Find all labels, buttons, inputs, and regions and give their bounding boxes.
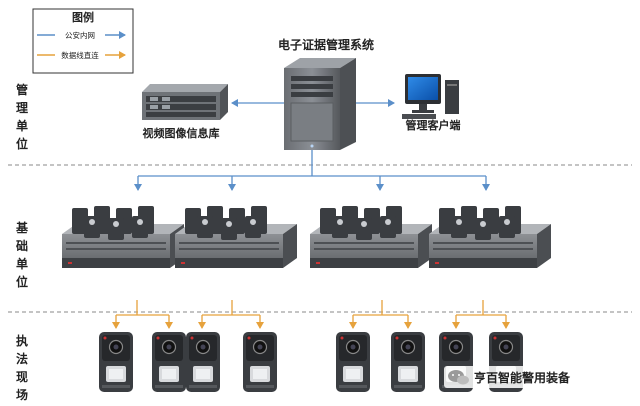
legend: 图例 公安内网 数据线直连 [32,8,134,74]
watermark: 亨百智能警用装备 [444,366,634,388]
legend-cable-label: 数据线直连 [61,50,99,60]
legend-title: 图例 [72,10,94,24]
bodycam-icon [335,331,371,393]
cable-tree-right [349,300,510,329]
cable-tree-left [112,300,264,329]
legend-box [32,8,134,74]
wechat-icon [448,370,469,385]
rack-server-icon [142,84,228,120]
bodycam-icon [185,331,221,393]
docking-station-icon [175,206,297,268]
client-label: 管理客户端 [406,118,461,132]
bodycam-icon [390,331,426,393]
bodycam-icon [242,331,278,393]
docking-station-icon [62,206,184,268]
bodycam-icon [151,331,187,393]
network-tree [134,150,490,191]
docking-station-icon [429,206,551,268]
system-label: 电子证据管理系统 [278,37,374,52]
legend-network-label: 公安内网 [65,30,95,40]
tier-label-base: 基础单位 [15,220,29,289]
server-tower-icon [284,58,356,150]
tier-label-field: 执法现场 [16,333,28,402]
bodycam-icon [98,331,134,393]
docking-station-icon [310,206,432,268]
library-label: 视频图像信息库 [143,126,220,140]
tier-label-management: 管理单位 [16,82,28,151]
watermark-text: 亨百智能警用装备 [474,370,571,385]
computer-icon [402,74,459,119]
